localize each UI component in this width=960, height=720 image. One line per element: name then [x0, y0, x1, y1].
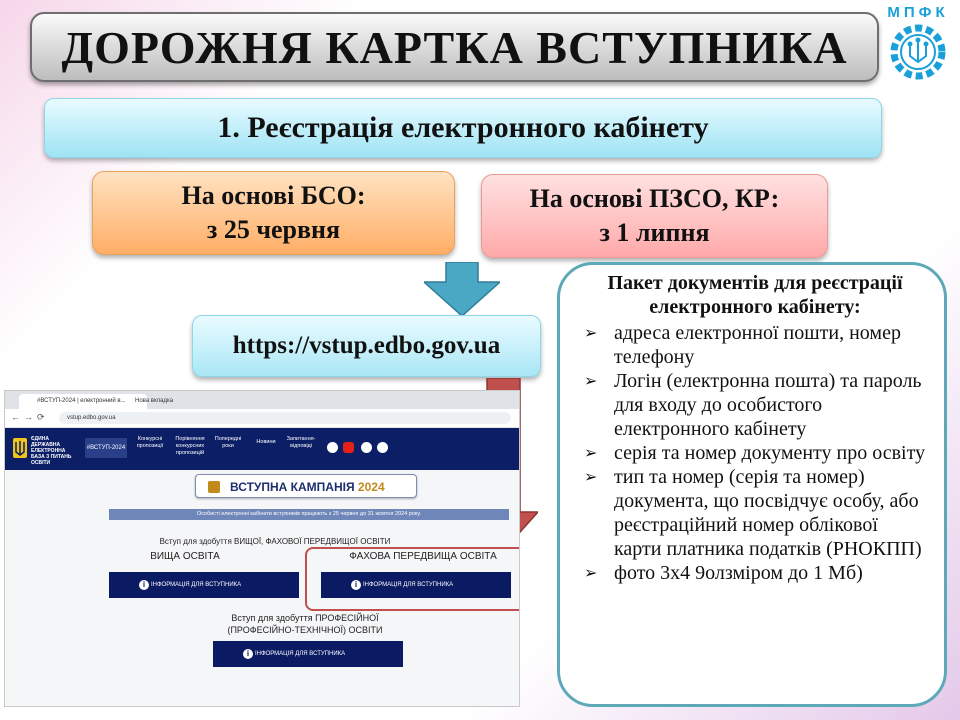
- address-input[interactable]: vstup.edbo.gov.ua: [59, 412, 511, 424]
- info-icon: i: [243, 649, 253, 659]
- date-bso-date: з 25 червня: [206, 215, 341, 244]
- campaign-year: 2024: [357, 480, 385, 494]
- date-pzso-label: На основі ПЗСО, КР:: [529, 184, 780, 213]
- nav-item[interactable]: Конкурсні пропозиції: [136, 436, 164, 449]
- notice-bar: Особисті електронні кабінети вступників …: [109, 509, 509, 520]
- list-item: ➢фото 3х4 9олзміром до 1 Мб): [584, 562, 863, 584]
- arrow-bullet-icon: ➢: [584, 323, 598, 342]
- campaign-title: ВСТУПНА КАМПАНІЯ: [230, 480, 355, 494]
- date-pzso-date: з 1 липня: [599, 218, 710, 247]
- info-button-higher[interactable]: i ІНФОРМАЦІЯ ДЛЯ ВСТУПНИКА: [109, 572, 299, 598]
- accessibility-icon[interactable]: [361, 442, 372, 453]
- info-button-vocational[interactable]: i ІНФОРМАЦІЯ ДЛЯ ВСТУПНИКА: [213, 641, 403, 667]
- url-link[interactable]: https://vstup.edbo.gov.ua: [192, 315, 541, 377]
- info-button-pre-higher[interactable]: i ІНФОРМАЦІЯ ДЛЯ ВСТУПНИКА: [321, 572, 511, 598]
- date-pzso-box: На основі ПЗСО, КР: з 1 липня: [481, 174, 828, 258]
- browser-tab-bar: #ВСТУП-2024 | електронний в... Нова вкла…: [5, 391, 519, 409]
- arrow-bullet-icon: ➢: [584, 371, 598, 390]
- highlight-frame: [305, 547, 519, 611]
- trident-icon: [13, 438, 27, 458]
- nav-item[interactable]: Попередні роки: [214, 436, 242, 449]
- arrow-down-icon: [424, 262, 500, 316]
- browser-address-bar: ←→⟳ vstup.edbo.gov.ua: [5, 409, 519, 428]
- gear-circuit-icon: [890, 24, 946, 80]
- arrow-bullet-icon: ➢: [584, 563, 598, 582]
- documents-list: ➢адреса електронної пошти, номер телефон…: [580, 321, 930, 585]
- info-icon: i: [139, 580, 149, 590]
- graduate-icon: [208, 481, 220, 493]
- tab-new[interactable]: Нова вкладка: [135, 398, 174, 404]
- campaign-banner: ВСТУПНА КАМПАНІЯ 2024: [195, 474, 417, 498]
- vocational-title-2: (ПРОФЕСІЙНО-ТЕХНІЧНОЇ) ОСВІТИ: [227, 625, 383, 635]
- documents-title: Пакет документів для реєстрації електрон…: [607, 272, 903, 318]
- page-title: ДОРОЖНЯ КАРТКА ВСТУПНИКА: [30, 12, 879, 82]
- nav-item[interactable]: Порівняння конкурсних пропозицій: [175, 436, 205, 456]
- list-item: ➢адреса електронної пошти, номер телефон…: [584, 322, 901, 368]
- date-bso-label: На основі БСО:: [181, 181, 366, 210]
- pre-higher-heading: ФАХОВА ПЕРЕДВИЩА ОСВІТА: [349, 551, 497, 562]
- info-icon: i: [351, 580, 361, 590]
- youtube-icon[interactable]: [343, 442, 354, 453]
- site-header: ЄДИНА ДЕРЖАВНА ЕЛЕКТРОННА БАЗА З ПИТАНЬ …: [5, 428, 519, 470]
- site-logo-text: ЄДИНА ДЕРЖАВНА ЕЛЕКТРОННА БАЗА З ПИТАНЬ …: [31, 436, 72, 466]
- nav-item[interactable]: Запитання-відповіді: [286, 436, 316, 449]
- arrow-bullet-icon: ➢: [584, 443, 598, 462]
- vocational-title-1: Вступ для здобуття ПРОФЕСІЙНОЇ: [231, 613, 379, 623]
- tab-vstup[interactable]: #ВСТУП-2024 | електронний в...: [19, 394, 147, 409]
- facebook-icon[interactable]: [327, 442, 338, 453]
- browser-screenshot: #ВСТУП-2024 | електронний в... Нова вкла…: [4, 390, 520, 707]
- date-bso-box: На основі БСО: з 25 червня: [92, 171, 455, 255]
- list-item: ➢Логін (електронна пошта) та пароль для …: [584, 370, 922, 440]
- sound-icon[interactable]: [377, 442, 388, 453]
- nav-item[interactable]: Новини: [256, 439, 276, 445]
- logo-text: МПФК: [887, 4, 949, 21]
- step-registration: 1. Реєстрація електронного кабінету: [44, 98, 882, 158]
- college-logo: МПФК: [880, 4, 956, 80]
- site-badge[interactable]: #ВСТУП-2024: [85, 438, 127, 458]
- arrow-bullet-icon: ➢: [584, 467, 598, 486]
- nav-arrows-icon[interactable]: ←→⟳: [11, 412, 49, 422]
- higher-sub-title: Вступ для здобуття ВИЩОЇ, ФАХОВОЇ ПЕРЕДВ…: [159, 537, 391, 546]
- list-item: ➢серія та номер документу про освіту: [584, 442, 926, 464]
- higher-heading: ВИЩА ОСВІТА: [150, 551, 220, 562]
- list-item: ➢тип та номер (серія та номер) документа…: [584, 466, 922, 560]
- documents-box: Пакет документів для реєстрації електрон…: [557, 262, 947, 707]
